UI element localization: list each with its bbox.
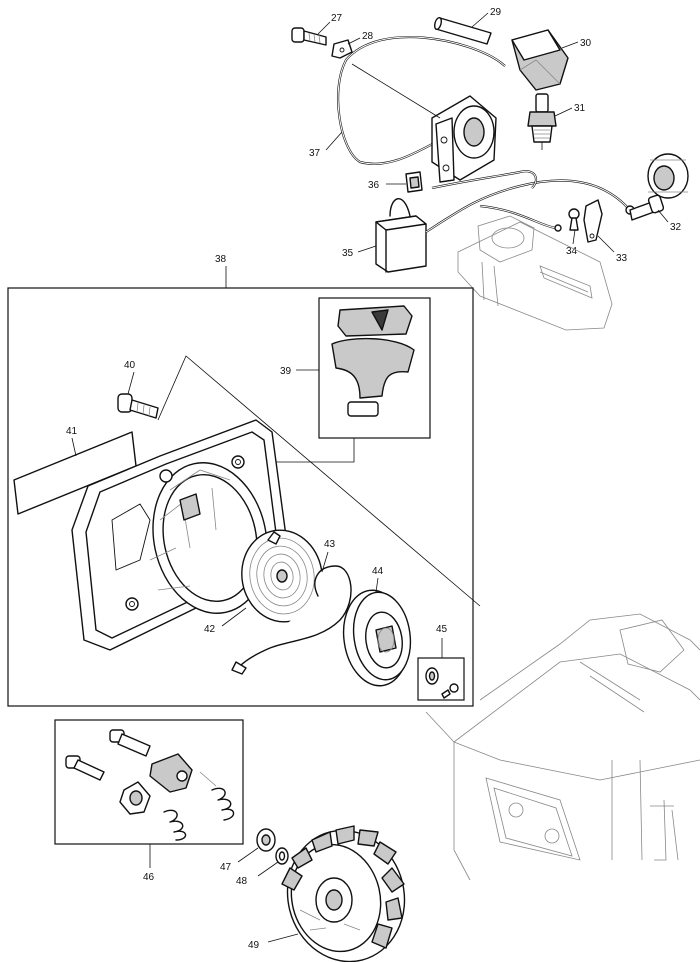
part-49-flywheel[interactable] — [274, 818, 418, 962]
callout-49: 49 — [248, 940, 260, 951]
callout-29: 29 — [490, 7, 502, 18]
leader-33 — [597, 235, 615, 253]
part-27-bolt[interactable] — [291, 27, 327, 46]
callout-43: 43 — [324, 539, 336, 550]
leader-27 — [317, 21, 331, 35]
leader-48 — [257, 861, 279, 877]
part-32-bolt[interactable] — [629, 194, 665, 221]
callout-32: 32 — [670, 222, 682, 233]
pawl-kit-frame — [54, 719, 244, 845]
part-37-ht-lead[interactable] — [336, 35, 506, 165]
callout-40: 40 — [124, 360, 136, 371]
callout-46: 46 — [143, 872, 155, 883]
callout-30: 30 — [580, 38, 592, 49]
part-34-screw[interactable] — [568, 208, 580, 231]
part-43-starter-rope[interactable] — [231, 565, 352, 675]
handle-box-39 — [318, 297, 431, 439]
callout-36: 36 — [368, 180, 380, 191]
callout-48: 48 — [236, 876, 248, 887]
callout-39: 39 — [280, 366, 292, 377]
part-29-tube[interactable] — [433, 16, 492, 45]
flywheel-fins — [281, 825, 405, 949]
part-28-clip[interactable] — [331, 39, 353, 59]
part-48-washer[interactable] — [275, 847, 289, 865]
leader-cover-axis — [157, 355, 481, 607]
starter-assembly-frame — [7, 287, 474, 707]
part-44-pulley[interactable] — [338, 586, 416, 690]
part-wiring-harness[interactable] — [425, 170, 635, 233]
callout-31: 31 — [574, 103, 586, 114]
callout-42: 42 — [204, 624, 216, 635]
part-33-switch-terminal[interactable] — [583, 199, 603, 243]
part-31-spark-plug[interactable] — [527, 93, 557, 150]
callout-28: 28 — [362, 31, 374, 42]
part-36-grommet[interactable] — [405, 171, 423, 193]
leader-35 — [357, 245, 377, 253]
part-30-plug-cap[interactable] — [511, 29, 569, 91]
callout-47: 47 — [220, 862, 232, 873]
callout-27: 27 — [331, 13, 343, 24]
leader-40 — [127, 371, 135, 395]
leader-42 — [221, 607, 247, 627]
leader-44 — [375, 577, 379, 593]
leader-37 — [325, 131, 343, 151]
leader-31 — [554, 107, 573, 117]
part-ignition-coil[interactable] — [431, 95, 497, 183]
leader-28 — [347, 37, 361, 45]
leader-32 — [657, 209, 669, 223]
callout-38: 38 — [215, 254, 227, 265]
screw-box-45 — [417, 657, 465, 701]
callout-35: 35 — [342, 248, 354, 259]
leader-coil — [351, 63, 441, 119]
leader-30 — [561, 41, 579, 49]
callout-34: 34 — [566, 246, 578, 257]
leader-49 — [267, 933, 299, 943]
leader-34 — [572, 229, 576, 245]
part-upper-right-hub[interactable] — [647, 153, 689, 199]
callout-33: 33 — [616, 253, 628, 264]
leader-29 — [471, 12, 489, 28]
engine-housing-upper — [457, 215, 613, 331]
part-42-recoil-spring[interactable] — [235, 524, 330, 628]
callout-41: 41 — [66, 426, 78, 437]
engine-housing-lower — [425, 613, 700, 881]
part-35-module[interactable] — [375, 198, 427, 273]
part-46-pawl-kit[interactable] — [65, 729, 235, 841]
callout-37: 37 — [309, 148, 321, 159]
part-45-screw[interactable] — [425, 667, 459, 699]
callout-44: 44 — [372, 566, 384, 577]
leader-47 — [237, 847, 259, 863]
leader-43 — [321, 551, 329, 573]
part-47-nut[interactable] — [256, 828, 276, 852]
part-39-starter-handle[interactable] — [331, 305, 415, 417]
callout-45: 45 — [436, 624, 448, 635]
leader-41 — [71, 437, 77, 457]
part-40-bolt[interactable] — [117, 393, 159, 419]
